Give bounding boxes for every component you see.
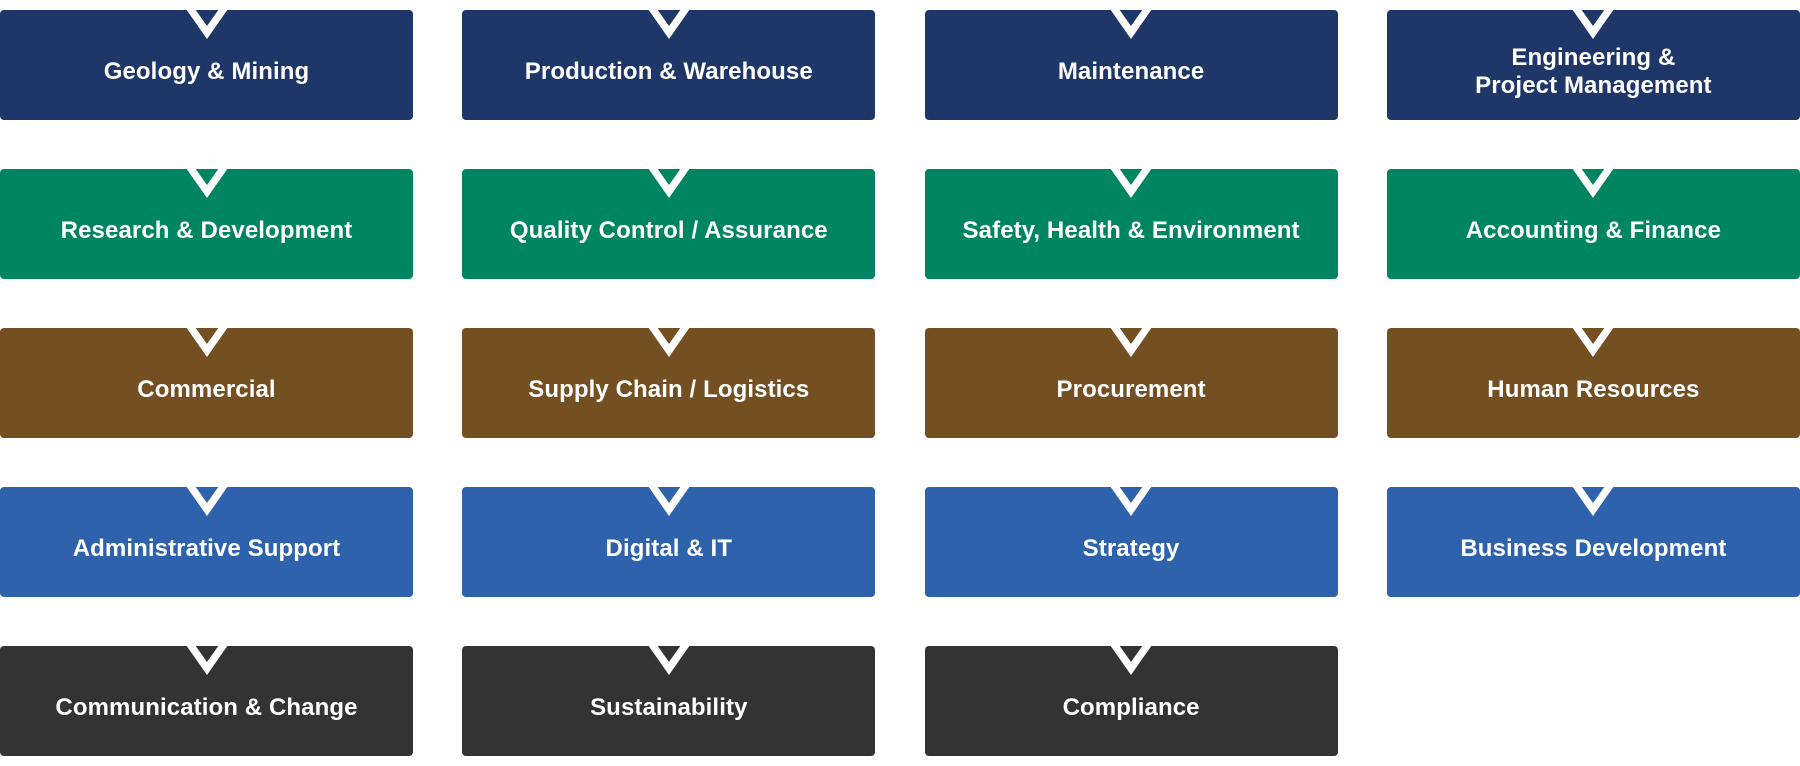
chevron-down-icon	[1110, 169, 1152, 198]
department-tile-quality-control-assurance[interactable]: Quality Control / Assurance	[462, 169, 876, 279]
department-tile-administrative-support[interactable]: Administrative Support	[0, 487, 413, 597]
department-tile-label: Human Resources	[1487, 376, 1700, 403]
department-tile-procurement[interactable]: Procurement	[924, 328, 1338, 438]
department-tile-production-and-warehouse[interactable]: Production & Warehouse	[462, 10, 876, 120]
department-tile-strategy[interactable]: Strategy	[924, 487, 1338, 597]
department-tile-engineering-and-project-management[interactable]: Engineering & Project Management	[1386, 10, 1800, 120]
chevron-down-icon	[1110, 487, 1152, 516]
department-tile-label: Supply Chain / Logistics	[528, 376, 810, 403]
department-tile-label: Geology & Mining	[103, 58, 310, 85]
chevron-down-icon	[1573, 10, 1614, 39]
department-tile-geology-and-mining[interactable]: Geology & Mining	[0, 10, 413, 120]
department-tile-label: Compliance	[1062, 694, 1200, 721]
chevron-down-icon	[186, 487, 227, 516]
department-tile-label: Commercial	[137, 376, 276, 403]
chevron-down-icon	[648, 328, 690, 357]
department-tile-label: Production & Warehouse	[524, 58, 813, 85]
department-tile-label: Accounting & Finance	[1465, 217, 1722, 244]
department-tile-label: Administrative Support	[72, 535, 341, 562]
department-tile-label: Quality Control / Assurance	[509, 217, 828, 244]
department-tile-maintenance[interactable]: Maintenance	[924, 10, 1338, 120]
chevron-down-icon	[1110, 646, 1152, 675]
department-tile-label: Research & Development	[60, 217, 353, 244]
department-tile-communication-and-change[interactable]: Communication & Change	[0, 646, 413, 756]
department-tile-label: Business Development	[1460, 535, 1727, 562]
department-tile-commercial[interactable]: Commercial	[0, 328, 413, 438]
department-tile-supply-chain-logistics[interactable]: Supply Chain / Logistics	[462, 328, 876, 438]
department-tile-label: Maintenance	[1057, 58, 1205, 85]
department-grid: Geology & Mining Production & Warehouse Ma…	[0, 10, 1800, 756]
department-tile-business-development[interactable]: Business Development	[1386, 487, 1800, 597]
department-tile-label: Procurement	[1056, 376, 1206, 403]
chevron-down-icon	[1110, 328, 1152, 357]
department-tile-safety-health-and-environment[interactable]: Safety, Health & Environment	[924, 169, 1338, 279]
department-tile-label: Strategy	[1082, 535, 1180, 562]
chevron-down-icon	[186, 646, 227, 675]
chevron-down-icon	[648, 169, 690, 198]
chevron-down-icon	[1573, 487, 1614, 516]
chevron-down-icon	[1110, 10, 1152, 39]
department-tile-label: Digital & IT	[605, 535, 733, 562]
department-tile-human-resources[interactable]: Human Resources	[1386, 328, 1800, 438]
department-tile-sustainability[interactable]: Sustainability	[462, 646, 876, 756]
chevron-down-icon	[186, 10, 227, 39]
department-tile-label: Engineering & Project Management	[1475, 44, 1712, 99]
chevron-down-icon	[1573, 328, 1614, 357]
department-tile-digital-and-it[interactable]: Digital & IT	[462, 487, 876, 597]
department-tile-label: Communication & Change	[55, 694, 358, 721]
department-tile-accounting-and-finance[interactable]: Accounting & Finance	[1386, 169, 1800, 279]
department-tile-compliance[interactable]: Compliance	[924, 646, 1338, 756]
department-tile-label: Safety, Health & Environment	[962, 217, 1300, 244]
chevron-down-icon	[648, 646, 690, 675]
chevron-down-icon	[648, 487, 690, 516]
chevron-down-icon	[186, 328, 227, 357]
chevron-down-icon	[1573, 169, 1614, 198]
chevron-down-icon	[186, 169, 227, 198]
chevron-down-icon	[648, 10, 690, 39]
department-tile-research-and-development[interactable]: Research & Development	[0, 169, 413, 279]
department-tile-label: Sustainability	[590, 694, 748, 721]
